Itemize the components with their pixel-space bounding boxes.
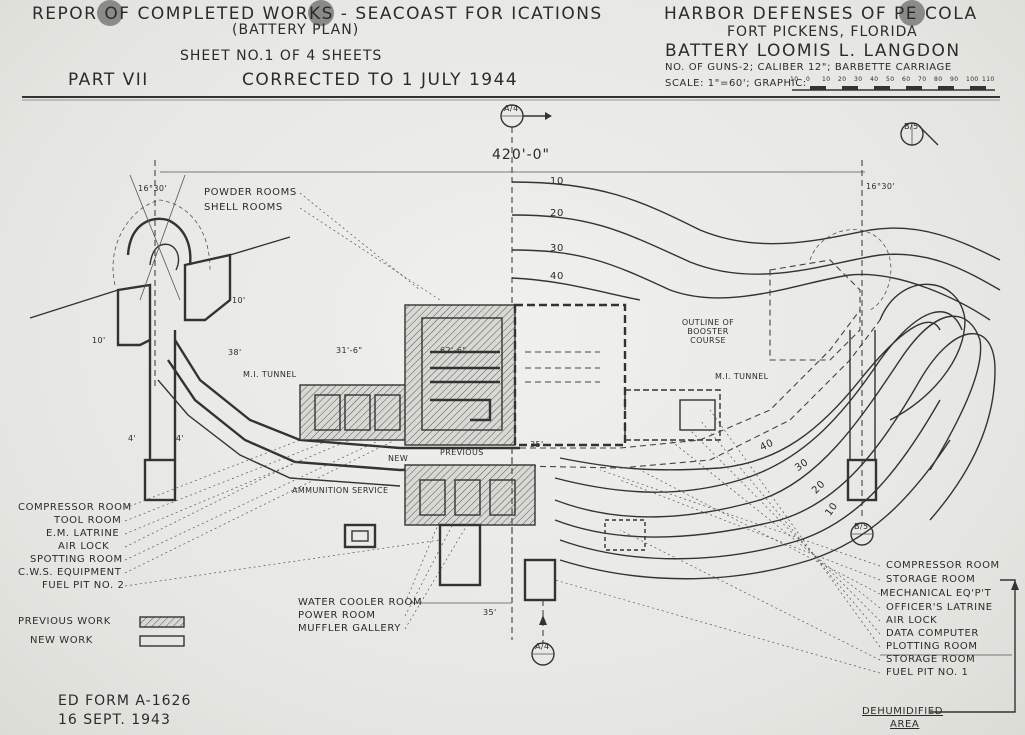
battery-plan-label: (BATTERY PLAN)	[232, 22, 360, 38]
dim-62-6: 62'-6"	[440, 346, 467, 355]
lower-structures	[343, 464, 646, 604]
dim-10-left: 10'	[92, 336, 106, 345]
right-label-air-lock: AIR LOCK	[886, 615, 938, 626]
guns-caliber: NO. OF GUNS-2; CALIBER 12"; BARBETTE CAR…	[665, 62, 952, 73]
scale-tick-label: 80	[934, 76, 943, 83]
section-marker-top	[500, 104, 552, 640]
harbor-defenses: HARBOR DEFENSES OF PE COLA	[664, 4, 978, 24]
scale-tick-label: 110	[982, 76, 995, 83]
scale-bar	[792, 86, 995, 91]
fort-name: FORT PICKENS, FLORIDA	[727, 24, 918, 40]
scale-tick-label: 10	[790, 76, 799, 83]
label-water-cooler-room: WATER COOLER ROOM	[298, 597, 423, 608]
leader-lines	[124, 192, 881, 674]
left-label-spotting-room: SPOTTING ROOM	[30, 554, 123, 565]
shell-rooms-label: SHELL ROOMS	[204, 202, 283, 213]
contour-30: 30	[550, 243, 564, 254]
previous-label: PREVIOUS	[440, 448, 484, 457]
right-label-fuel-pit-1: FUEL PIT NO. 1	[886, 667, 969, 678]
scale-tick-label: 70	[918, 76, 927, 83]
dim-35-bottom: 35'	[483, 608, 497, 617]
contour-40: 40	[550, 271, 564, 282]
booster-outline-note: OUTLINE OF BOOSTER COURSE	[681, 318, 735, 345]
legend-new-swatch	[139, 635, 185, 647]
central-magazine	[299, 303, 721, 447]
label-power-room: POWER ROOM	[298, 610, 376, 621]
area-label: AREA	[890, 719, 920, 730]
contour-10: 10	[550, 176, 564, 187]
left-label-compressor-room: COMPRESSOR ROOM	[18, 502, 132, 513]
right-label-storage-room-2: STORAGE ROOM	[886, 654, 976, 665]
right-label-mechanical-eqpt: MECHANICAL EQ'P'T	[880, 588, 992, 599]
sheet-number: SHEET NO.1 OF 4 SHEETS	[180, 48, 383, 64]
right-gallery	[519, 229, 966, 502]
right-label-plotting-room: PLOTTING ROOM	[886, 641, 978, 652]
right-label-storage-room: STORAGE ROOM	[886, 574, 976, 585]
ammunition-service: AMMUNITION SERVICE	[292, 486, 389, 495]
dim-4-right: 4'	[176, 434, 185, 443]
corrected-date: CORRECTED TO 1 JULY 1944	[242, 70, 519, 90]
dim-4-left: 4'	[128, 434, 137, 443]
legend-previous-work: PREVIOUS WORK	[18, 616, 111, 627]
right-label-compressor-room: COMPRESSOR ROOM	[886, 560, 1000, 571]
left-label-air-lock: AIR LOCK	[58, 541, 110, 552]
legend-new-work: NEW WORK	[30, 635, 93, 646]
dim-38: 38'	[228, 348, 242, 357]
part-label: PART VII	[68, 70, 149, 90]
right-azimuth: 16°30'	[866, 182, 895, 191]
tunnel-right: M.I. TUNNEL	[715, 372, 769, 381]
section-bottom-label: A/4	[535, 642, 550, 651]
battery-name: BATTERY LOOMIS L. LANGDON	[665, 41, 961, 61]
powder-rooms-label: POWDER ROOMS	[204, 187, 297, 198]
punch-hole	[308, 0, 334, 26]
scale-tick-label: 100	[966, 76, 979, 83]
dim-35-top: 35'	[530, 440, 544, 449]
label-muffler-gallery: MUFFLER GALLERY	[298, 623, 401, 634]
section-right-bottom-label: B/5	[854, 522, 869, 531]
contour-20: 20	[550, 208, 564, 219]
report-title: REPOR OF COMPLETED WORKS - SEACOAST FOR …	[32, 4, 603, 24]
left-label-em-latrine: E.M. LATRINE	[46, 528, 120, 539]
left-label-fuel-pit-2: FUEL PIT NO. 2	[42, 580, 125, 591]
scale-tick-label: 60	[902, 76, 911, 83]
dehumidified-label: DEHUMIDIFIED	[862, 706, 944, 717]
left-label-tool-room: TOOL ROOM	[54, 515, 122, 526]
section-top-label: A/4	[504, 104, 519, 113]
contours	[511, 181, 1001, 580]
scale-tick-label: 0	[806, 76, 811, 83]
right-label-data-computer: DATA COMPUTER	[886, 628, 979, 639]
section-right-top-label: B/5	[904, 122, 919, 131]
punch-hole	[97, 0, 123, 26]
new-label: NEW	[388, 454, 409, 463]
form-date: 16 SEPT. 1943	[58, 712, 171, 728]
right-label-officers-latrine: OFFICER'S LATRINE	[886, 602, 993, 613]
ed-form-number: ED FORM A-1626	[58, 693, 192, 709]
scale-tick-label: 50	[886, 76, 895, 83]
scale-tick-label: 20	[838, 76, 847, 83]
dehumidified-bracket	[930, 579, 1016, 713]
left-azimuth: 16°30'	[138, 184, 167, 193]
left-gun-emplacement	[29, 160, 291, 502]
scale-label: SCALE: 1"=60'; GRAPHIC:	[665, 78, 807, 89]
overall-length-dim: 420'-0"	[492, 147, 550, 163]
tunnel-left: M.I. TUNNEL	[243, 370, 297, 379]
dim-31-6: 31'-6"	[336, 346, 363, 355]
punch-hole	[899, 0, 925, 26]
left-label-cws-equipment: C.W.S. EQUIPMENT	[18, 567, 122, 578]
scale-tick-label: 90	[950, 76, 959, 83]
section-marker-bottom	[531, 600, 555, 666]
dim-10-right: 10'	[232, 296, 246, 305]
legend-previous-swatch	[139, 616, 185, 628]
scale-tick-label: 30	[854, 76, 863, 83]
scale-tick-label: 10	[822, 76, 831, 83]
scale-tick-label: 40	[870, 76, 879, 83]
